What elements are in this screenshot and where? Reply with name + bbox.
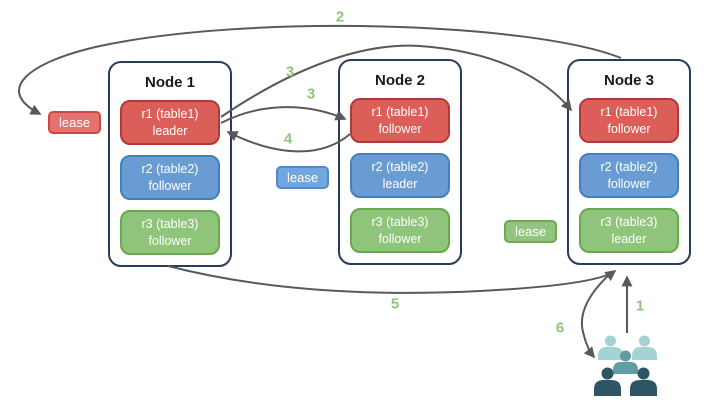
- arrow-label-3b: 3: [306, 85, 316, 103]
- user-back-right-icon: [632, 335, 657, 360]
- arrow-label-4: 4: [283, 130, 293, 148]
- node-2-title: Node 2: [374, 72, 425, 89]
- arrow-5-node1-to-node3: [167, 265, 617, 294]
- replica-name: r1 (table1): [600, 105, 658, 120]
- node-2: Node 2 r1 (table1) follower r2 (table2) …: [338, 59, 462, 265]
- user-front-left-icon: [594, 367, 621, 396]
- arrow-label-1: 1: [635, 297, 645, 315]
- node-1-replica-r3: r3 (table3) follower: [120, 210, 220, 255]
- node-2-replica-r3: r3 (table3) follower: [350, 208, 450, 253]
- users-group-icon: [594, 335, 657, 396]
- replica-role: follower: [378, 231, 422, 246]
- node-3-title: Node 3: [603, 72, 654, 89]
- node-1: Node 1 r1 (table1) leader r2 (table2) fo…: [108, 61, 232, 267]
- node-2-replica-r1: r1 (table1) follower: [350, 98, 450, 143]
- lease-badge-blue: lease: [276, 166, 330, 189]
- node-1-replica-r1: r1 (table1) leader: [120, 100, 220, 145]
- arrow-label-3a: 3: [285, 63, 295, 81]
- replica-role: follower: [378, 121, 422, 136]
- replica-name: r3 (table3): [141, 217, 199, 232]
- replica-name: r2 (table2): [600, 160, 658, 175]
- replica-role: follower: [148, 178, 192, 193]
- replica-role: follower: [607, 176, 651, 191]
- replica-role: leader: [152, 123, 188, 138]
- user-middle-icon: [613, 350, 638, 374]
- node-1-replica-r2: r2 (table2) follower: [120, 155, 220, 200]
- replica-role: follower: [607, 121, 651, 136]
- node-3-replica-r3: r3 (table3) leader: [579, 208, 679, 253]
- replica-name: r1 (table1): [371, 105, 429, 120]
- arrow-3-node1-to-node2: [220, 106, 347, 124]
- node-3: Node 3 r1 (table1) follower r2 (table2) …: [567, 59, 691, 265]
- lease-badge-red: lease: [48, 111, 102, 134]
- replica-role: leader: [611, 231, 647, 246]
- arrow-label-2: 2: [335, 8, 345, 26]
- node-1-title: Node 1: [144, 74, 195, 91]
- user-back-left-icon: [598, 335, 623, 360]
- replica-role: follower: [148, 233, 192, 248]
- arrow-label-6: 6: [555, 319, 565, 337]
- node-2-replica-r2: r2 (table2) leader: [350, 153, 450, 198]
- replica-name: r2 (table2): [141, 162, 199, 177]
- replica-name: r1 (table1): [141, 107, 199, 122]
- replica-name: r3 (table3): [600, 215, 658, 230]
- arrow-6-node3-to-users: [580, 271, 613, 359]
- replica-name: r2 (table2): [371, 160, 429, 175]
- node-3-replica-r1: r1 (table1) follower: [579, 98, 679, 143]
- arrow-label-5: 5: [390, 295, 400, 313]
- lease-badge-green: lease: [504, 220, 558, 243]
- replica-role: leader: [382, 176, 418, 191]
- replica-name: r3 (table3): [371, 215, 429, 230]
- node-3-replica-r2: r2 (table2) follower: [579, 153, 679, 198]
- user-front-right-icon: [630, 367, 657, 396]
